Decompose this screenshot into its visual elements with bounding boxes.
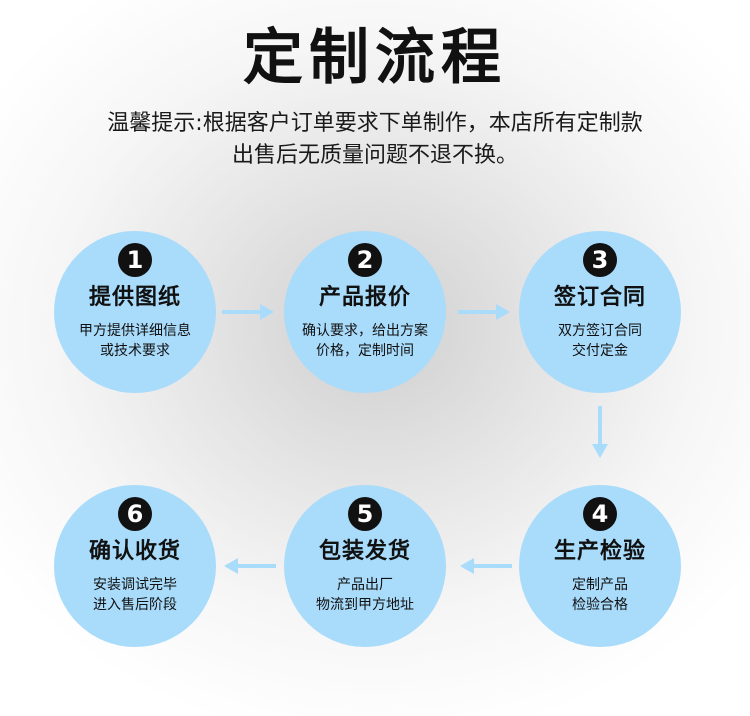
step-1-desc-line-2: 或技术要求 <box>100 343 170 359</box>
step-5-number: 5 <box>348 497 382 531</box>
step-6-description: 安装调试完毕 进入售后阶段 <box>54 575 216 615</box>
step-6-desc-line-1: 安装调试完毕 <box>93 577 177 593</box>
step-2-desc-line-1: 确认要求，给出方案 <box>302 323 428 339</box>
notice-line-2: 出售后无质量问题不退不换。 <box>231 143 518 168</box>
step-4-circle: 4 生产检验 定制产品 检验合格 <box>519 485 681 647</box>
step-5-circle: 5 包装发货 产品出厂 物流到甲方地址 <box>284 485 446 647</box>
step-5-title: 包装发货 <box>318 539 411 564</box>
step-3-desc-line-1: 双方签订合同 <box>558 323 642 339</box>
arrow-right-icon <box>458 304 510 320</box>
arrow-right-icon <box>222 304 274 320</box>
step-4-title: 生产检验 <box>553 539 646 564</box>
page-title: 定制流程 <box>243 23 507 93</box>
step-6-title: 确认收货 <box>88 539 181 564</box>
step-6-circle: 6 确认收货 安装调试完毕 进入售后阶段 <box>54 485 216 647</box>
notice-line-1: 温馨提示:根据客户订单要求下单制作，本店所有定制款 <box>107 111 643 136</box>
arrow-down-icon <box>592 406 608 458</box>
arrow-left-icon <box>460 558 512 574</box>
step-4-desc-line-1: 定制产品 <box>572 577 628 593</box>
step-2-description: 确认要求，给出方案 价格，定制时间 <box>284 321 446 361</box>
step-3-description: 双方签订合同 交付定金 <box>519 321 681 361</box>
step-5-description: 产品出厂 物流到甲方地址 <box>284 575 446 615</box>
step-3-title: 签订合同 <box>553 285 646 310</box>
step-1-desc-line-1: 甲方提供详细信息 <box>79 323 191 339</box>
step-4-description: 定制产品 检验合格 <box>519 575 681 615</box>
step-2-number: 2 <box>348 243 382 277</box>
arrow-left-icon <box>224 558 276 574</box>
step-6-desc-line-2: 进入售后阶段 <box>93 597 177 613</box>
step-3-circle: 3 签订合同 双方签订合同 交付定金 <box>519 231 681 393</box>
step-5-desc-line-2: 物流到甲方地址 <box>316 597 414 613</box>
step-1-number: 1 <box>118 243 152 277</box>
notice-text: 温馨提示:根据客户订单要求下单制作，本店所有定制款 出售后无质量问题不退不换。 <box>0 108 750 172</box>
step-4-number: 4 <box>583 497 617 531</box>
step-2-circle: 2 产品报价 确认要求，给出方案 价格，定制时间 <box>284 231 446 393</box>
step-6-number: 6 <box>118 497 152 531</box>
step-1-title: 提供图纸 <box>88 285 181 310</box>
step-3-number: 3 <box>583 243 617 277</box>
step-1-description: 甲方提供详细信息 或技术要求 <box>54 321 216 361</box>
step-2-desc-line-2: 价格，定制时间 <box>316 343 414 359</box>
step-4-desc-line-2: 检验合格 <box>572 597 628 613</box>
step-1-circle: 1 提供图纸 甲方提供详细信息 或技术要求 <box>54 231 216 393</box>
step-2-title: 产品报价 <box>318 285 411 310</box>
step-3-desc-line-2: 交付定金 <box>572 343 628 359</box>
step-5-desc-line-1: 产品出厂 <box>337 577 393 593</box>
